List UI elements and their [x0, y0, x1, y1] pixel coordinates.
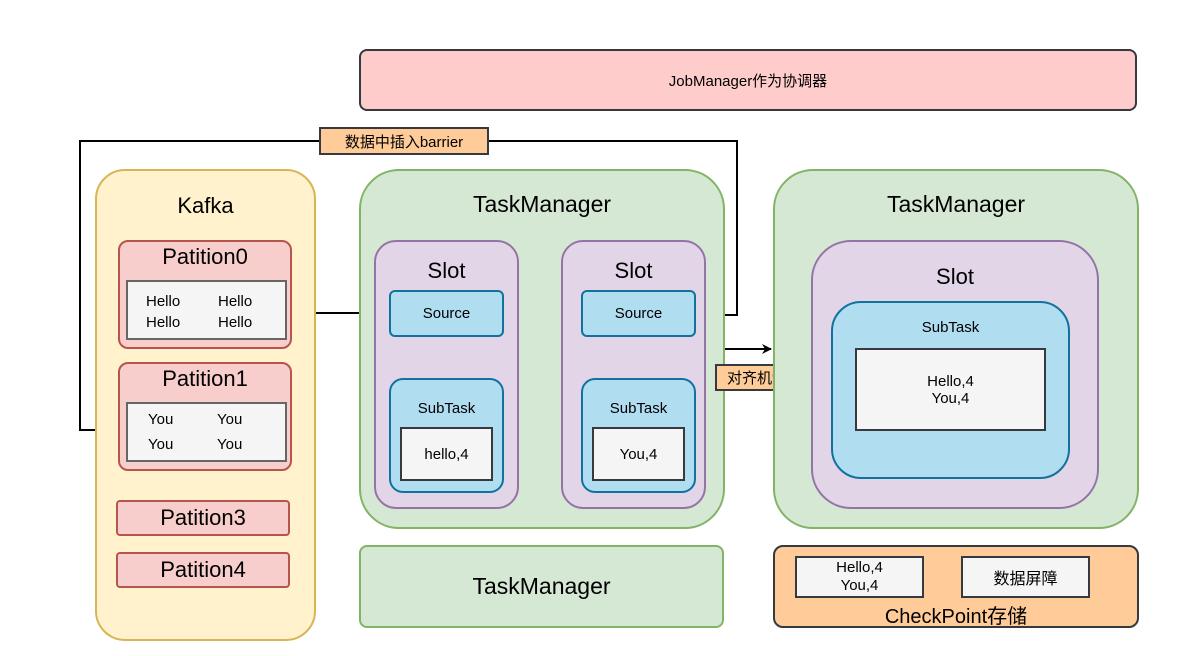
record-cell: You [148, 436, 174, 453]
subtask-2-title: SubTask [609, 400, 668, 417]
job-manager-label: JobManager作为协调器 [668, 72, 828, 90]
subtask-1-state-value: hello,4 [424, 445, 469, 463]
checkpoint-state: Hello,4 You,4 [795, 556, 924, 598]
partition-4: Patition4 [116, 552, 290, 588]
partition-1: Patition1 You You You You [118, 362, 292, 471]
record-cell: You [148, 411, 174, 428]
record-cell: Hello [218, 314, 253, 331]
partition-3: Patition3 [116, 500, 290, 536]
partition-1-title: Patition1 [162, 366, 248, 391]
source-2-label: Source [614, 305, 663, 322]
source-1: Source [389, 290, 504, 337]
task-manager-3: TaskManager [359, 545, 724, 628]
partition-4-title: Patition4 [160, 557, 246, 582]
record-cell: Hello [218, 293, 253, 310]
barrier-tag: 数据中插入barrier [319, 127, 489, 155]
subtask-3-title: SubTask [921, 319, 980, 336]
slot-3-title: Slot [936, 264, 974, 289]
partition-3-title: Patition3 [160, 505, 246, 530]
record-cell: Hello [146, 314, 181, 331]
partition-0: Patition0 Hello Hello Hello Hello [118, 240, 292, 349]
subtask-3-state-line2: You,4 [931, 389, 970, 407]
checkpoint-barrier-label: 数据屏障 [993, 571, 1058, 588]
subtask-1-title: SubTask [417, 400, 476, 417]
checkpoint-state-line1: Hello,4 [836, 559, 883, 576]
subtask-2-state: You,4 [592, 427, 685, 481]
checkpoint-barrier-box: 数据屏障 [961, 556, 1090, 598]
source-1-label: Source [422, 305, 471, 322]
subtask-2-state-value: You,4 [619, 445, 658, 463]
partition-0-records: Hello Hello Hello Hello [126, 280, 287, 340]
checkpoint-title: CheckPoint存储 [884, 606, 1028, 628]
checkpoint-storage: Hello,4 You,4 数据屏障 CheckPoint存储 [773, 545, 1139, 628]
slot-2-title: Slot [614, 258, 653, 283]
record-cell: You [217, 411, 243, 428]
record-cell: Hello [146, 293, 181, 310]
barrier-tag-label: 数据中插入barrier [344, 133, 464, 151]
task-manager-2-title: TaskManager [886, 191, 1026, 217]
partition-1-records: You You You You [126, 402, 287, 462]
subtask-3-state-line1: Hello,4 [927, 372, 974, 390]
kafka-title: Kafka [177, 193, 234, 218]
task-manager-1-title: TaskManager [472, 191, 612, 217]
job-manager-box: JobManager作为协调器 [359, 49, 1137, 111]
subtask-1-state: hello,4 [400, 427, 493, 481]
source-2: Source [581, 290, 696, 337]
align-tag-label: 对齐机制 [726, 370, 787, 387]
subtask-3-state: Hello,4 You,4 [855, 348, 1046, 431]
record-cell: You [217, 436, 243, 453]
checkpoint-state-line2: You,4 [840, 577, 879, 594]
slot-1-title: Slot [427, 258, 466, 283]
task-manager-3-title: TaskManager [472, 573, 611, 599]
partition-0-title: Patition0 [162, 244, 248, 269]
